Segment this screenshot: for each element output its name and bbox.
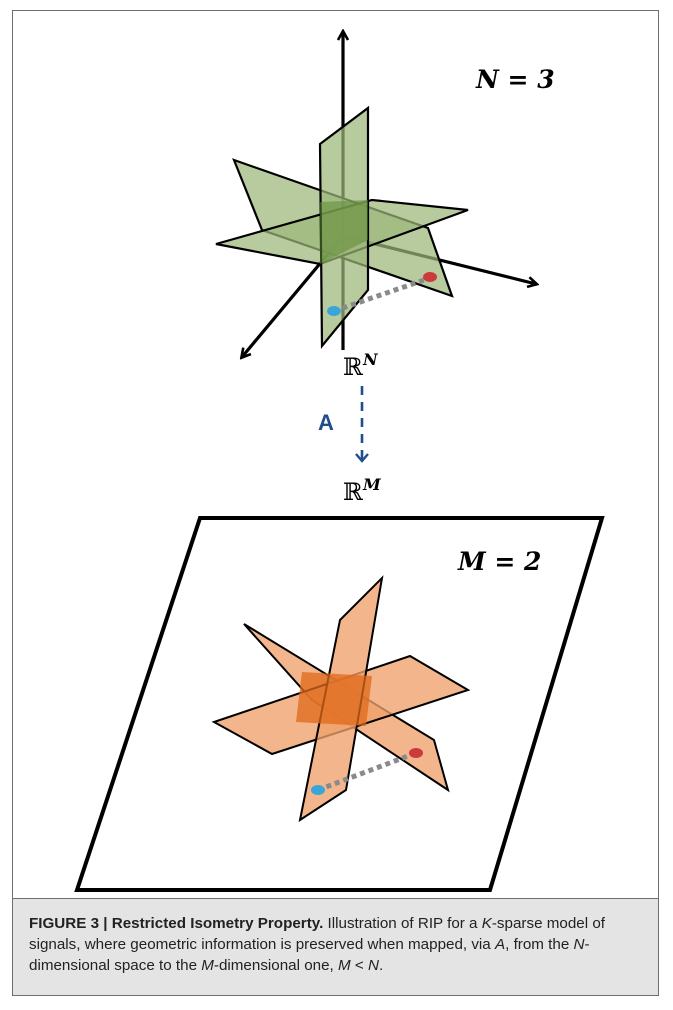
mapping-arrow-group: ℝN A ℝM <box>318 350 382 506</box>
caption-title: FIGURE 3 | Restricted Isometry Property. <box>29 915 324 932</box>
point-red-2d <box>409 748 423 758</box>
caption-a: A <box>494 936 506 953</box>
bottom-2d-panel: M = 2 <box>74 516 605 892</box>
point-blue-3d <box>327 306 341 316</box>
orange-overlap <box>296 672 372 726</box>
n-dimension-label: N = 3 <box>475 65 555 94</box>
caption-text-2: -sparse model of signals, where geometri… <box>29 915 605 953</box>
distance-line-3d <box>333 275 431 314</box>
caption-text-3: , from the <box>505 936 574 953</box>
caption-k: K <box>481 915 492 932</box>
rm-label: ℝM <box>343 475 382 506</box>
point-red-3d <box>423 272 437 282</box>
operator-a-label: A <box>318 410 334 435</box>
figure-caption: FIGURE 3 | Restricted Isometry Property.… <box>12 898 659 996</box>
top-3d-panel: N = 3 <box>215 32 555 357</box>
caption-m: M <box>201 957 214 974</box>
caption-text-5: -dimensional one, <box>213 957 338 974</box>
caption-m2: M <box>338 957 351 974</box>
caption-lt: < <box>350 957 368 974</box>
caption-n2: N <box>367 957 379 974</box>
plane-overlap <box>320 200 368 264</box>
m-dimension-label: M = 2 <box>457 547 541 576</box>
caption-end: . <box>378 957 384 974</box>
rn-label: ℝN <box>343 350 379 381</box>
point-blue-2d <box>311 785 325 795</box>
caption-n: N <box>573 936 585 953</box>
caption-text-4: -dimensional space to the <box>29 936 590 974</box>
caption-text-1: Illustration of RIP for a <box>323 915 482 932</box>
